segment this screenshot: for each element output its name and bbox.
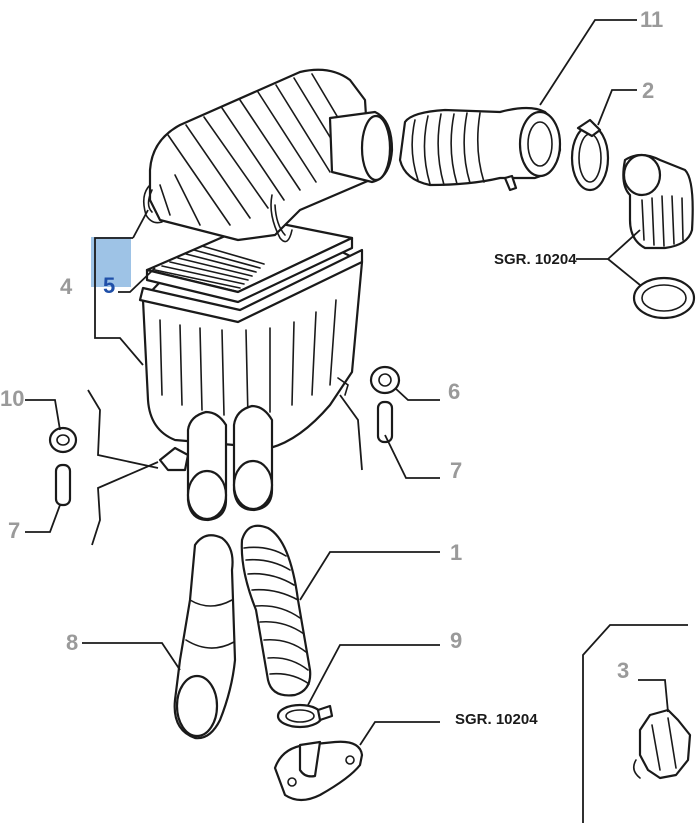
callout-7-left[interactable]: 7 <box>8 518 20 543</box>
air-filter-housing[interactable] <box>138 68 394 472</box>
callout-3[interactable]: 3 <box>617 658 629 683</box>
hose-clamp-part-2[interactable] <box>570 118 610 192</box>
housing-inlet-pipes[interactable] <box>186 404 274 522</box>
hose-part-11[interactable] <box>398 106 562 192</box>
callout-8[interactable]: 8 <box>66 630 78 655</box>
callout-1[interactable]: 1 <box>450 540 462 565</box>
elbow-connector-upper[interactable] <box>622 153 696 320</box>
callout-10[interactable]: 10 <box>0 386 24 411</box>
callout-2[interactable]: 2 <box>642 78 654 103</box>
callout-labels: 11 2 4 5 6 7 10 7 1 8 9 3 SGR. 10204 SGR… <box>0 7 663 728</box>
grommet-part-6[interactable] <box>369 365 401 395</box>
hose-clamp-part-9[interactable] <box>276 703 334 729</box>
callout-4[interactable]: 4 <box>60 274 73 299</box>
ref-sgr-lower[interactable]: SGR. 10204 <box>455 711 538 728</box>
grommet-part-10[interactable] <box>48 426 78 454</box>
callout-5-highlight[interactable] <box>91 237 131 287</box>
callout-7-right[interactable]: 7 <box>450 458 462 483</box>
clip-part-3[interactable] <box>632 708 692 780</box>
callout-9[interactable]: 9 <box>450 628 462 653</box>
ref-sgr-upper[interactable]: SGR. 10204 <box>494 251 577 268</box>
pin-part-7-left[interactable] <box>54 463 72 507</box>
callout-6[interactable]: 6 <box>448 379 460 404</box>
leader-lines <box>25 19 688 823</box>
intake-tube-part-8[interactable] <box>173 534 237 740</box>
corrugated-hose-part-1[interactable] <box>240 524 312 697</box>
bracket-plate-lower[interactable] <box>273 740 364 802</box>
pin-part-7-right[interactable] <box>376 400 394 444</box>
callout-5[interactable]: 5 <box>103 273 115 298</box>
callout-11[interactable]: 11 <box>640 7 663 32</box>
